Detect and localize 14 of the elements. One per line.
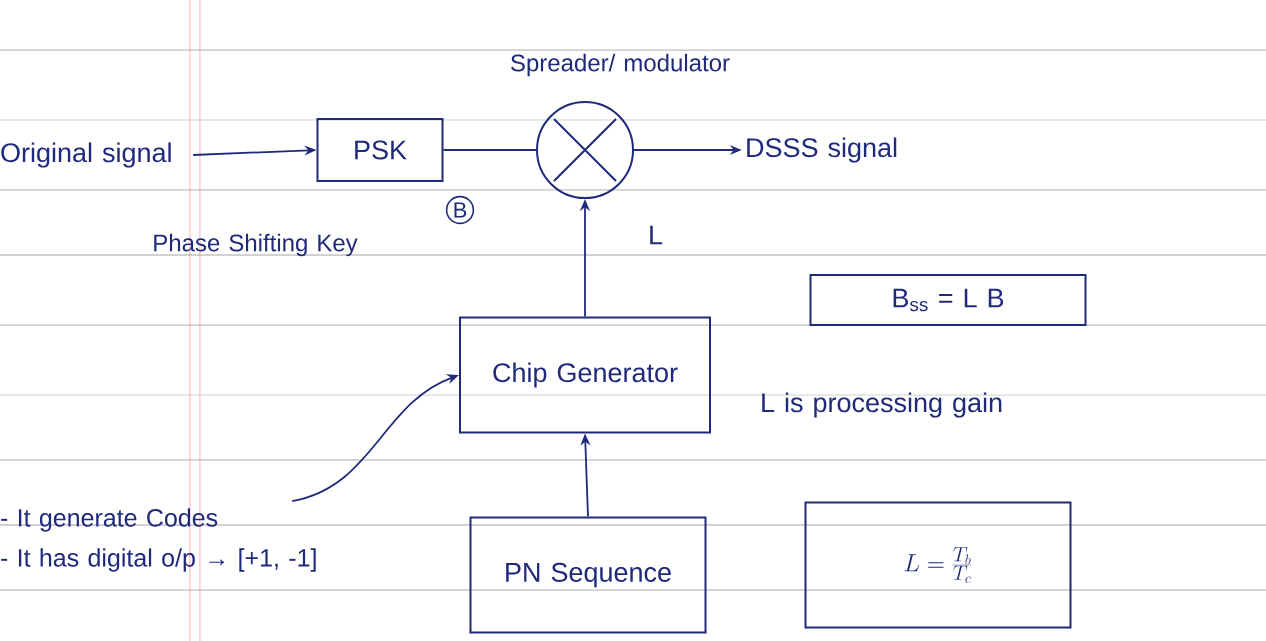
node-caption: Spreader/ modulator (511, 53, 730, 77)
process-box: PN Sequence (469, 516, 707, 634)
signal-label: Original signal (1, 142, 171, 168)
node-caption: Phase Shifting Key (154, 233, 358, 257)
note-text: L (650, 225, 663, 245)
note-text: L is processing gain (762, 392, 1002, 418)
signal-label: DSSS signal (747, 137, 897, 163)
process-box: Chip Generator (459, 316, 711, 434)
formula-box: $L = \frac{T_b}{T_c}$ (804, 501, 1072, 629)
note-text: - It generate Codes - It has digital o/p → [+1, -1] (1, 508, 316, 572)
circled-letter: B (445, 195, 475, 225)
process-box: B$_{ss}$ = L B (809, 274, 1087, 326)
process-box: PSK (316, 118, 444, 182)
mixer-circle (536, 101, 634, 199)
